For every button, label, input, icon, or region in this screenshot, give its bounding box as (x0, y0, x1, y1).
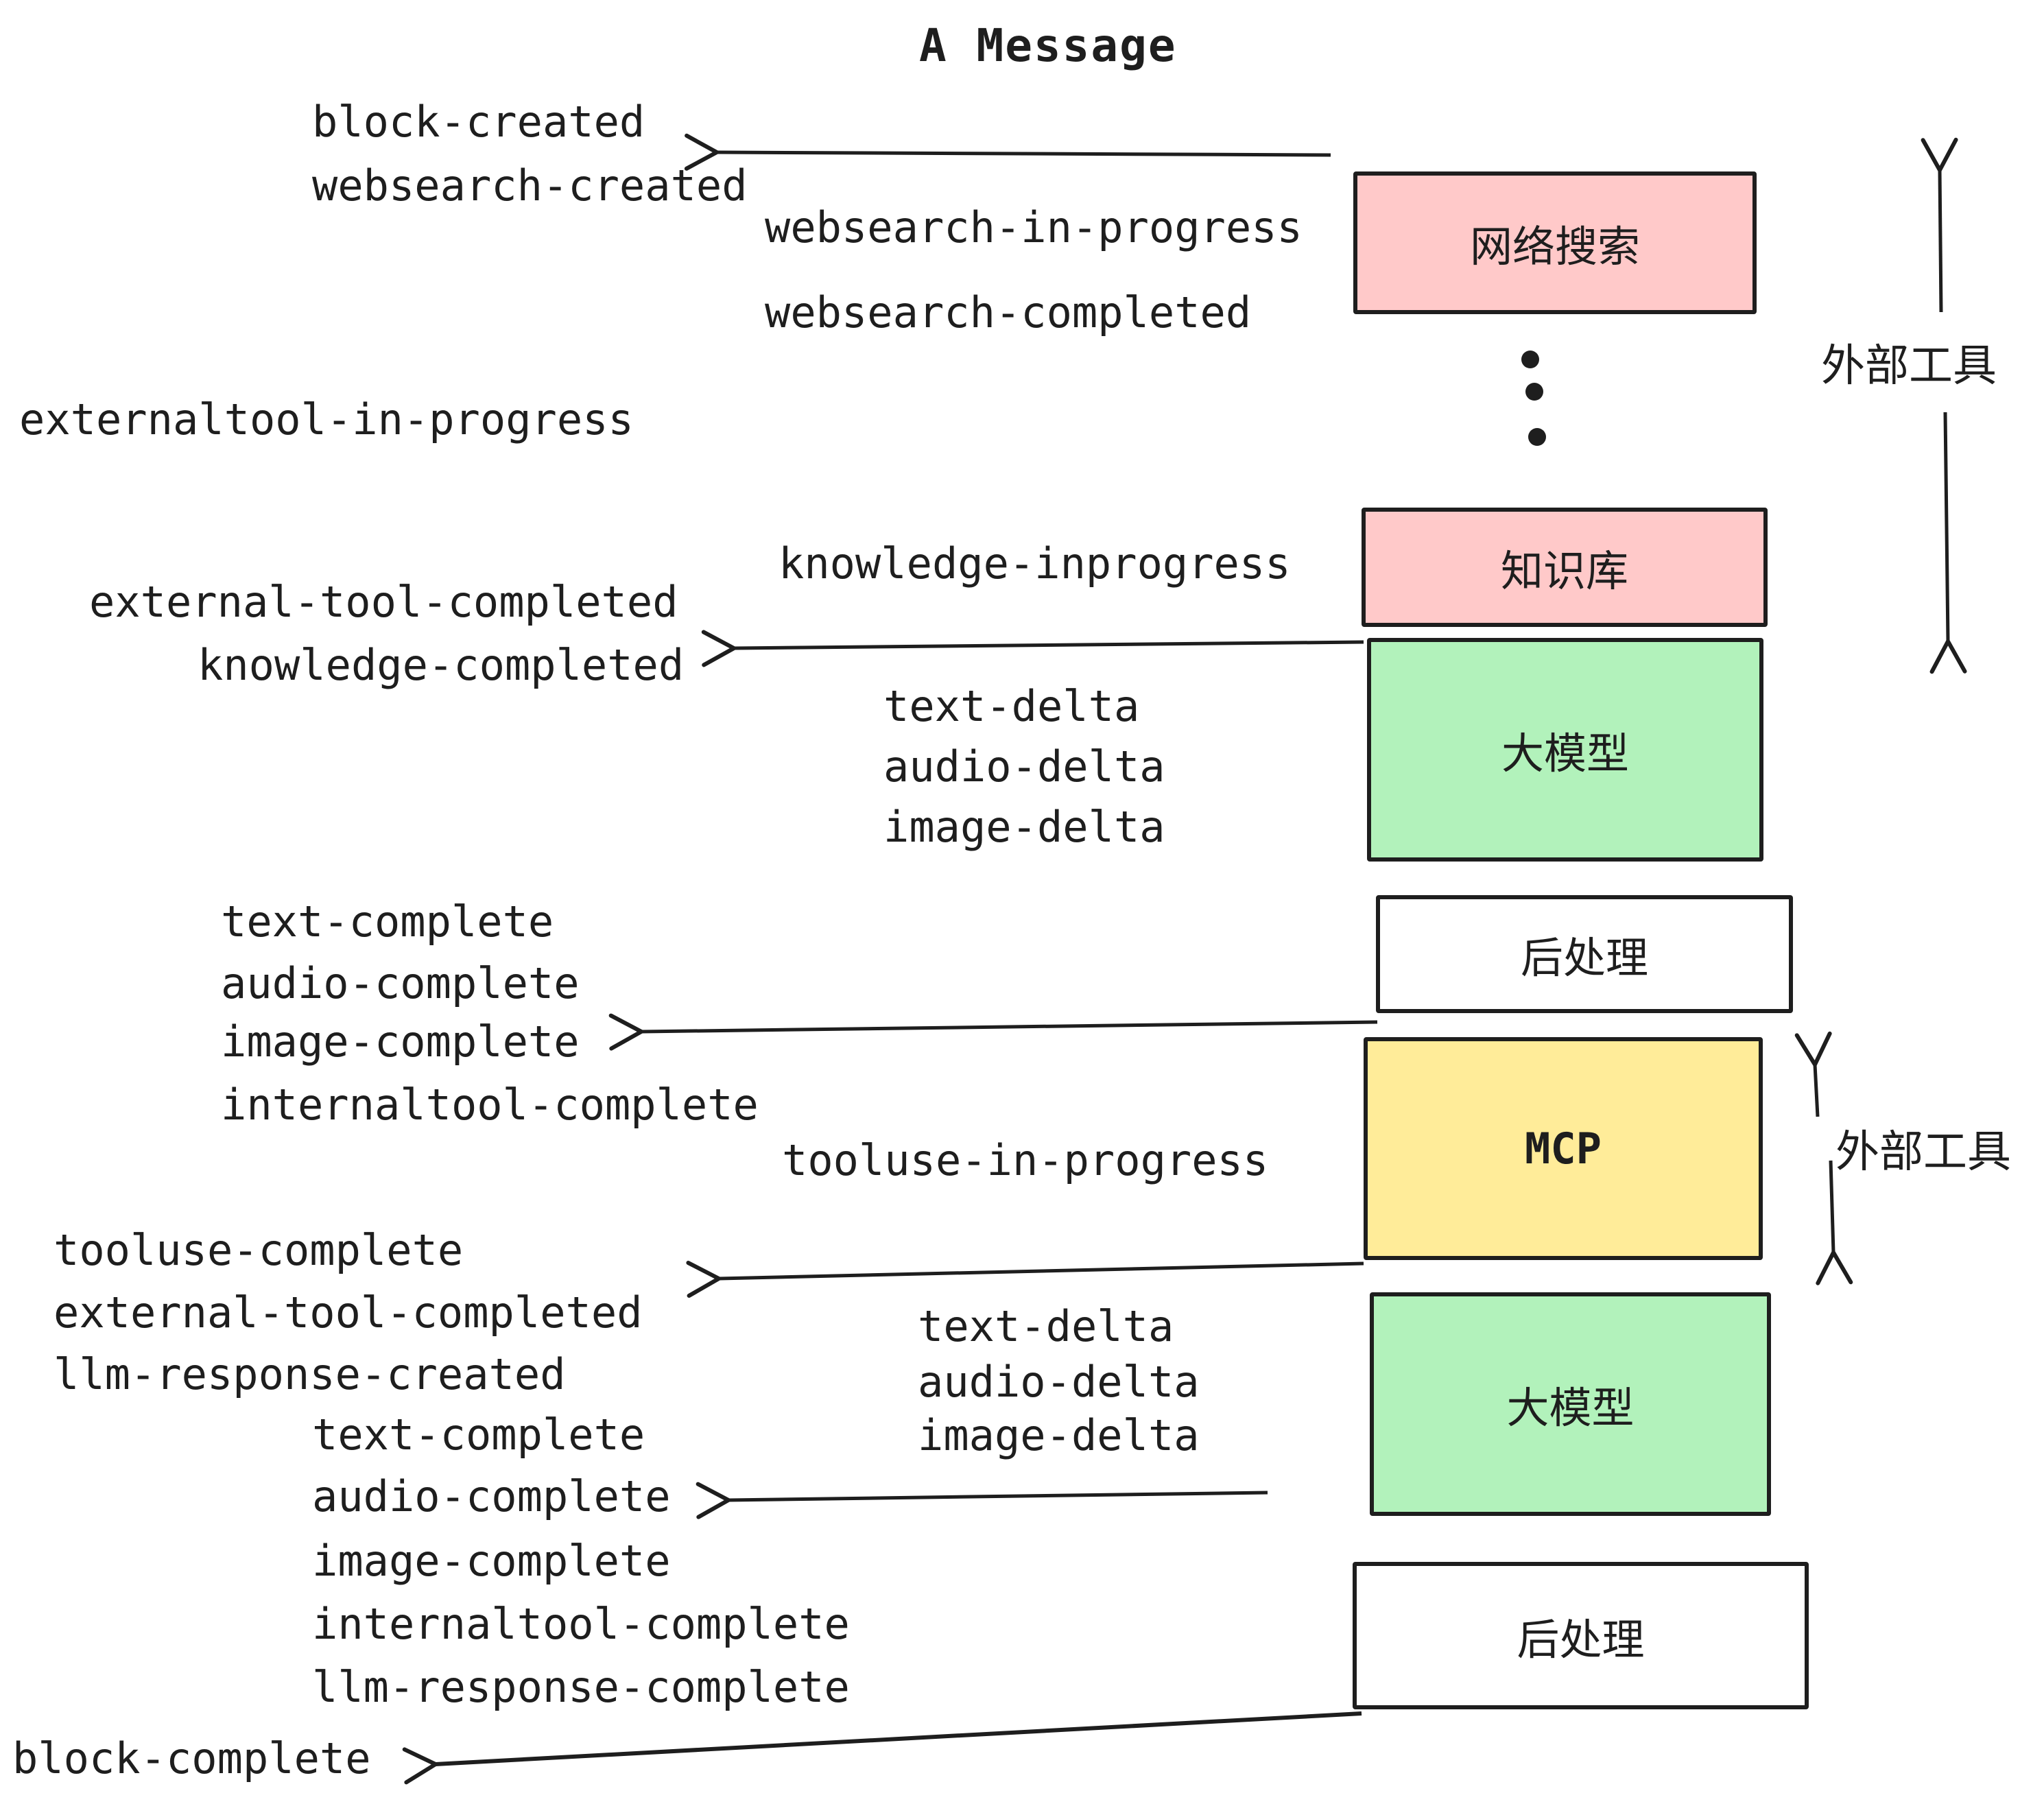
box-llm-2: 大模型 (1370, 1292, 1771, 1516)
event-external-tool-completed-2: external-tool-completed (54, 1287, 643, 1338)
event-block-complete: block-complete (12, 1733, 371, 1783)
box-postprocess-2-label: 后处理 (1517, 1614, 1645, 1665)
event-image-delta-2: image-delta (918, 1410, 1200, 1460)
event-audio-complete-2: audio-complete (312, 1471, 671, 1521)
event-llm-response-created: llm-response-created (54, 1349, 566, 1399)
arrow-external-tools-1-down (1929, 412, 1967, 674)
event-external-tool-completed: external-tool-completed (89, 577, 678, 627)
arrow-tooluse-complete (686, 1261, 1364, 1298)
event-externaltool-in-progress: externaltool-in-progress (19, 394, 634, 444)
event-internaltool-complete: internaltool-complete (221, 1080, 759, 1130)
event-image-delta: image-delta (883, 802, 1165, 852)
box-llm-2-label: 大模型 (1506, 1383, 1635, 1433)
box-mcp-label: MCP (1525, 1124, 1602, 1174)
box-postprocess-1-label: 后处理 (1520, 933, 1648, 983)
arrow-external-tools-1-up (1921, 137, 1958, 313)
arrow-block-complete (402, 1711, 1362, 1785)
event-audio-complete: audio-complete (221, 958, 580, 1008)
event-knowledge-completed: knowledge-completed (198, 640, 685, 690)
box-knowledge: 知识库 (1362, 508, 1768, 627)
arrow-external-tools-2-down (1816, 1160, 1853, 1285)
event-websearch-created: websearch-created (312, 161, 748, 211)
event-audio-delta-2: audio-delta (918, 1357, 1200, 1407)
arrow-complete-list-2 (696, 1482, 1268, 1519)
event-text-delta-2: text-delta (918, 1301, 1174, 1351)
box-postprocess-1: 后处理 (1376, 895, 1793, 1013)
event-websearch-completed: websearch-completed (765, 287, 1252, 337)
box-postprocess-2: 后处理 (1353, 1562, 1809, 1709)
arrow-complete-list-1 (608, 1013, 1378, 1051)
event-websearch-in-progress: websearch-in-progress (765, 202, 1303, 252)
annotation-external-tools-1: 外部工具 (1821, 341, 1997, 392)
event-text-complete: text-complete (221, 897, 554, 947)
event-knowledge-inprogress: knowledge-inprogress (779, 538, 1291, 589)
event-internaltool-complete-2: internaltool-complete (312, 1599, 850, 1649)
event-image-complete-2: image-complete (312, 1536, 671, 1586)
event-audio-delta: audio-delta (883, 741, 1165, 792)
arrow-websearch-created (684, 133, 1331, 171)
event-llm-response-complete: llm-response-complete (312, 1662, 850, 1712)
event-block-created: block-created (312, 97, 645, 147)
event-text-complete-2: text-complete (312, 1410, 645, 1460)
event-image-complete: image-complete (221, 1017, 580, 1067)
diagram-title: A Message (919, 19, 1177, 72)
box-websearch: 网络搜索 (1353, 171, 1757, 314)
event-text-delta: text-delta (883, 681, 1140, 731)
box-websearch-label: 网络搜索 (1469, 222, 1640, 272)
annotation-external-tools-2: 外部工具 (1835, 1127, 2011, 1178)
ellipsis-dot (1525, 383, 1543, 401)
box-llm-1-label: 大模型 (1501, 728, 1629, 779)
arrow-external-tools-2-up (1794, 1031, 1832, 1117)
ellipsis-dot (1528, 428, 1546, 446)
box-llm-1: 大模型 (1367, 638, 1763, 862)
box-mcp: MCP (1364, 1037, 1763, 1260)
box-knowledge-label: 知识库 (1500, 546, 1628, 596)
event-tooluse-complete: tooluse-complete (54, 1225, 464, 1275)
ellipsis-dot (1521, 351, 1539, 368)
event-tooluse-in-progress: tooluse-in-progress (782, 1135, 1269, 1185)
arrow-knowledge-completed (701, 630, 1364, 667)
